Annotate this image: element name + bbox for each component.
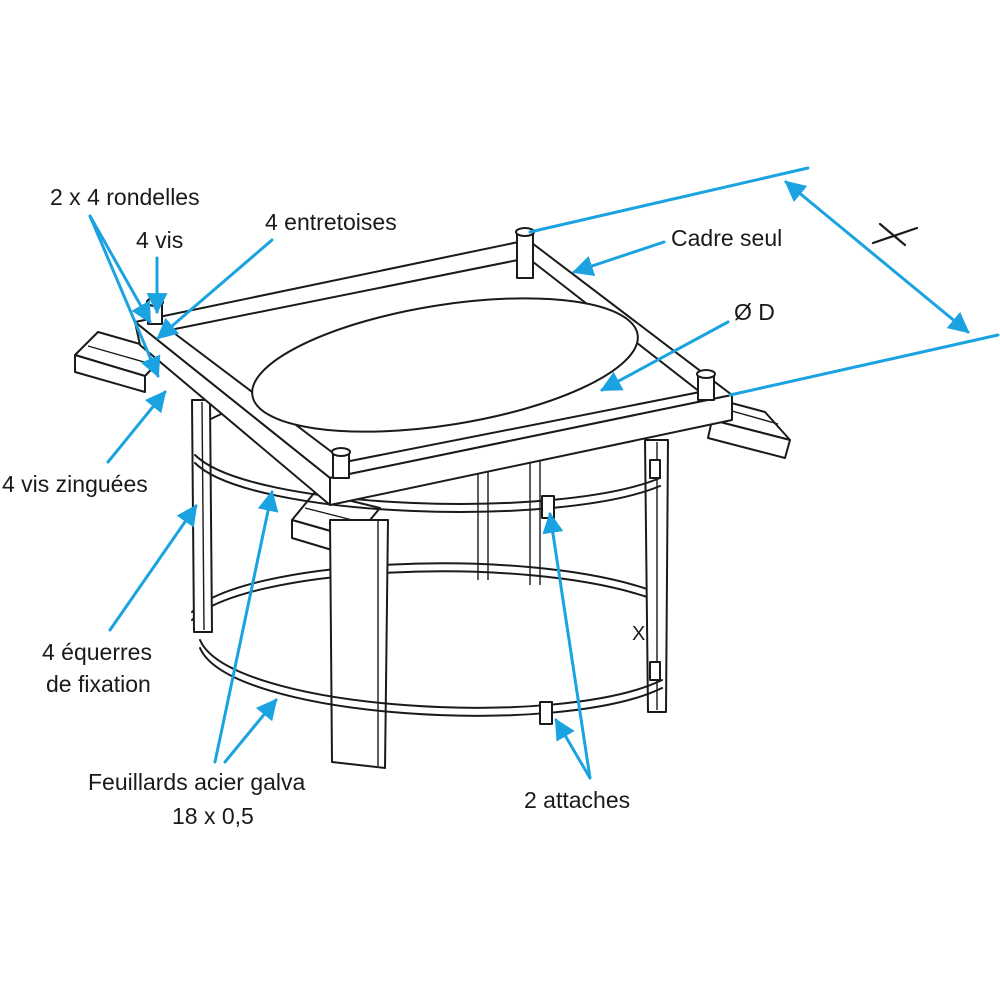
label-equerres-1: 4 équerres — [42, 639, 152, 665]
x-mark: X — [632, 623, 645, 645]
upper-band-front — [194, 454, 661, 505]
label-rondelles: 2 x 4 rondelles — [50, 184, 200, 210]
label-cadre-seul: Cadre seul — [671, 225, 782, 251]
lower-band-front — [199, 639, 663, 709]
attache-lower — [539, 701, 553, 725]
dimension-x — [528, 166, 1000, 397]
label-equerres-2: de fixation — [46, 671, 151, 697]
spacer-right — [696, 369, 716, 401]
front-leg — [329, 519, 389, 769]
label-attaches: 2 attaches — [524, 787, 630, 813]
attache-upper — [541, 495, 555, 519]
left-leg — [191, 399, 213, 633]
pointers — [88, 214, 730, 780]
lower-band-back — [191, 562, 651, 613]
spacer-back — [515, 227, 535, 279]
label-feuillards-1: Feuillards acier galva — [88, 769, 306, 795]
label-feuillards-2: 18 x 0,5 — [172, 803, 254, 829]
label-diametre: Ø D — [734, 299, 775, 325]
frame-drawing: X — [74, 227, 791, 769]
circular-opening — [251, 297, 639, 433]
square-frame — [134, 239, 733, 506]
label-entretoises: 4 entretoises — [265, 209, 397, 235]
label-vis: 4 vis — [136, 227, 183, 253]
spacer-front — [331, 447, 351, 479]
label-vis-zinguees: 4 vis zinguées — [2, 471, 148, 497]
